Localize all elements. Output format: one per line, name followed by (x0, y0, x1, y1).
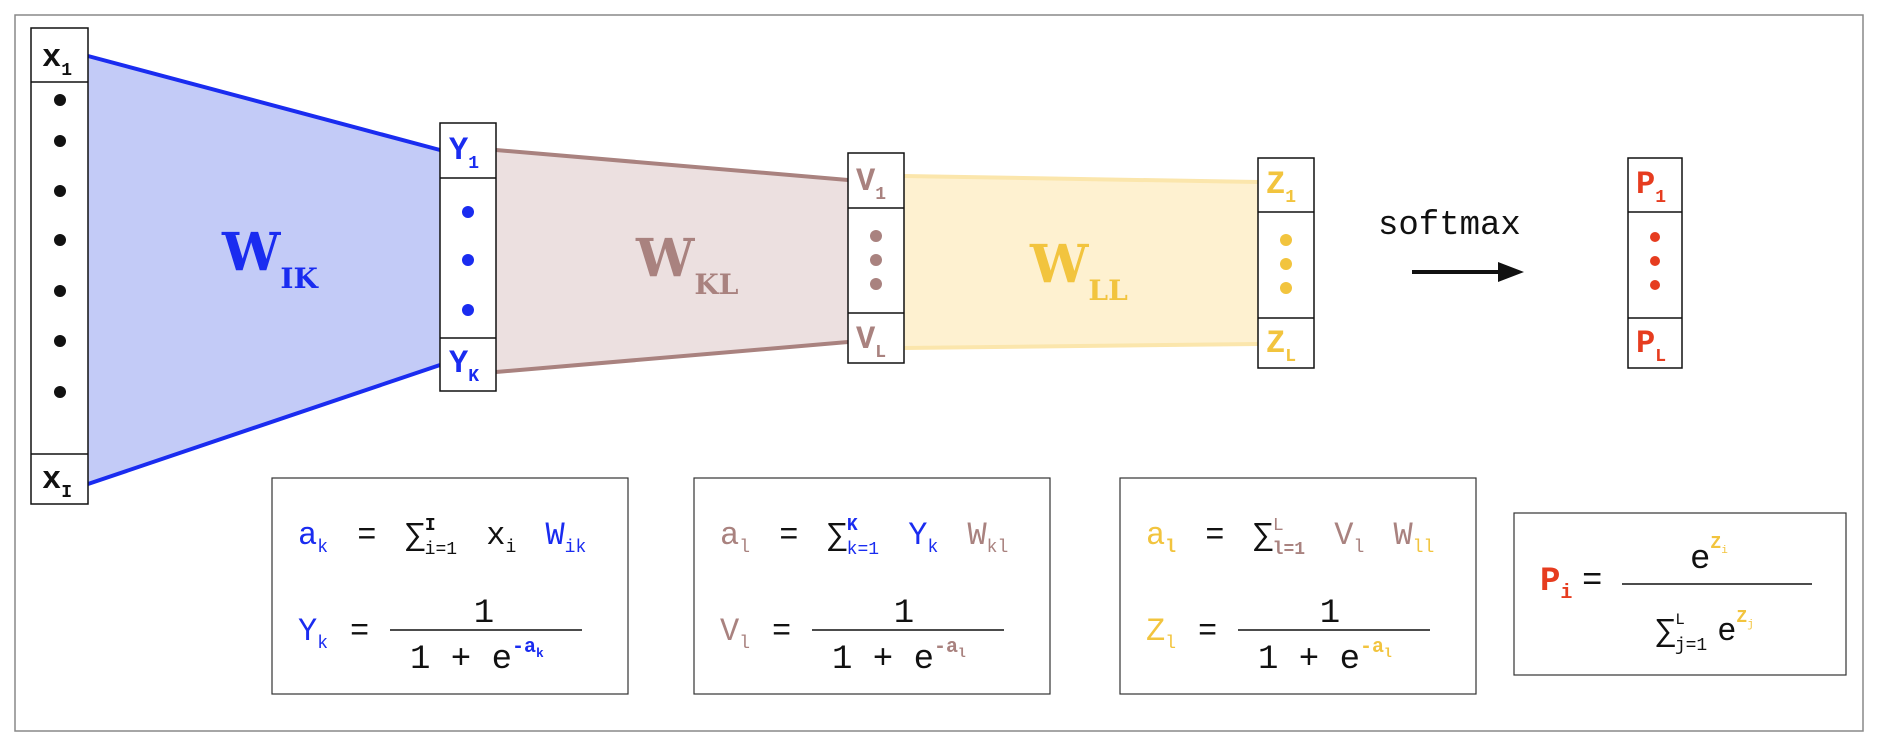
v-dot (870, 254, 882, 266)
x-dot (54, 335, 66, 347)
p-bottom-label: PL (1636, 325, 1666, 367)
x-dot (54, 386, 66, 398)
weights-ik-region (88, 56, 440, 484)
x-dot (54, 94, 66, 106)
p-top-label: P1 (1636, 166, 1666, 208)
weight-label-ll: WLL (1029, 234, 1128, 307)
softmax-label: softmax (1378, 207, 1521, 245)
eq2-lhs2: Vl (720, 613, 750, 654)
y-dot (462, 304, 474, 316)
x-dot (54, 285, 66, 297)
z-dot (1280, 282, 1292, 294)
probability-layer-p: P1 PL (1627, 157, 1683, 369)
v-dot (870, 278, 882, 290)
y-dot (462, 206, 474, 218)
v-bottom-label: VL (856, 321, 886, 363)
weights-kl-lower-edge (495, 340, 849, 374)
eq2-numerator: 1 (894, 595, 914, 633)
v-dot (870, 230, 882, 242)
x-dot (54, 135, 66, 147)
weights-ll-upper-edge (903, 174, 1259, 184)
input-layer-x: x1 xI (30, 27, 89, 505)
y-bottom-label: YK (449, 345, 479, 387)
softmax-arrow-head (1498, 262, 1524, 282)
z-dot (1280, 234, 1292, 246)
eq3-eq2: = (1198, 613, 1217, 650)
eq1-lhs2: Yk (298, 613, 328, 654)
weights-kl-region (496, 150, 848, 372)
z-dot (1280, 258, 1292, 270)
hidden-layer-y: Y1 YK (439, 122, 497, 392)
eq2-eq2: = (772, 613, 791, 650)
x-top-label: x1 (42, 39, 72, 81)
p-dot (1650, 256, 1660, 266)
x-bottom-label: xI (42, 461, 72, 503)
weights-ik-lower-edge (87, 363, 441, 486)
p-dot (1650, 280, 1660, 290)
y-top-label: Y1 (449, 132, 479, 174)
weights-ll-region (904, 176, 1258, 348)
hidden-layer-v: V1 VL (847, 152, 905, 364)
weights-ll-lower-edge (903, 342, 1259, 350)
eq4-numerator: eZi (1690, 534, 1728, 579)
eq4-lhs: Pi (1540, 563, 1572, 605)
eq1-eq2: = (350, 613, 369, 650)
weights-kl-upper-edge (495, 148, 849, 182)
eq2-denominator: 1 + e-al (832, 636, 966, 679)
eq3-numerator: 1 (1320, 595, 1340, 633)
v-top-label: V1 (856, 163, 886, 205)
x-dot (54, 185, 66, 197)
p-dot (1650, 232, 1660, 242)
weight-label-kl: WKL (635, 228, 739, 301)
z-top-label: Z1 (1266, 166, 1296, 208)
eq4-eq: = (1582, 563, 1602, 601)
y-dot (462, 254, 474, 266)
output-layer-z: Z1 ZL (1257, 157, 1315, 369)
eq1-numerator: 1 (474, 595, 494, 633)
z-bottom-label: ZL (1266, 325, 1296, 367)
eq3-denominator: 1 + e-al (1258, 636, 1392, 679)
x-dot (54, 234, 66, 246)
eq3-lhs2: Zl (1146, 613, 1176, 654)
weight-label-ik: WIK (221, 222, 320, 295)
eq1-denominator: 1 + e-ak (410, 636, 544, 679)
weights-ik-upper-edge (87, 54, 441, 152)
